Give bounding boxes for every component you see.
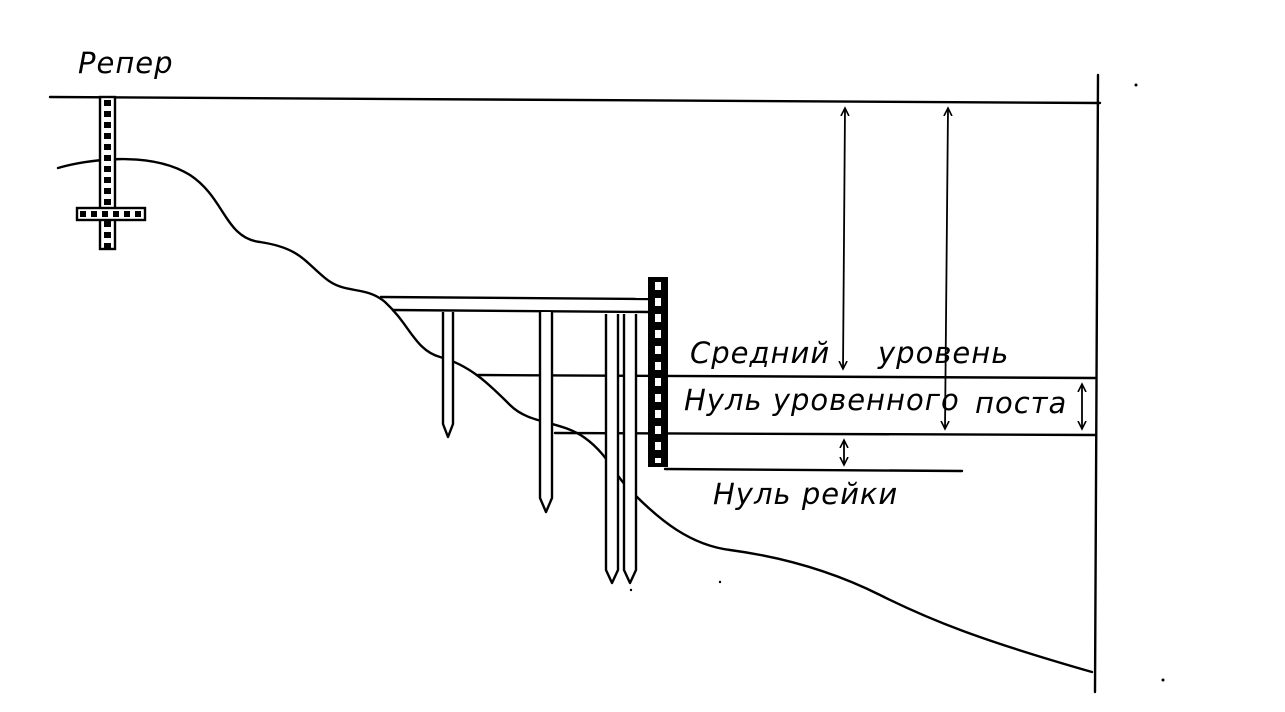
- label-benchmark: Репер: [78, 46, 174, 80]
- pile-4: [622, 314, 638, 585]
- label-mean-level: Средний: [690, 336, 831, 370]
- post-zero-line: [553, 431, 1097, 437]
- pile-3: [604, 314, 620, 585]
- label-post-zero: Нуль уровенного: [684, 383, 960, 417]
- pile-2: [538, 312, 554, 514]
- dimension-arrow-benchmark-to-post-zero: [945, 108, 948, 429]
- label-staff-zero: Нуль рейки: [713, 477, 899, 511]
- dimension-arrow-benchmark-to-mean: [843, 108, 845, 369]
- label-mean-level-2: уровень: [878, 336, 1010, 370]
- right-border-line: [1093, 73, 1100, 694]
- gauge-bridge: [379, 295, 651, 314]
- mean-level-line: [476, 373, 1097, 380]
- staff-zero-line: [663, 467, 964, 473]
- label-post-zero-2: поста: [975, 386, 1068, 420]
- ground-profile: [56, 157, 1094, 674]
- staff-gauge: [648, 277, 668, 467]
- pile-1: [441, 312, 455, 439]
- benchmark-level-line: [48, 95, 1102, 105]
- benchmark-post: [75, 95, 147, 251]
